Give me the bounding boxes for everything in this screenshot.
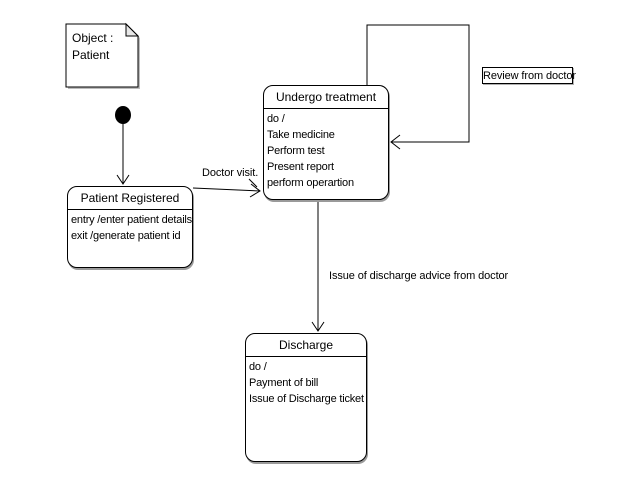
- state-patient-registered[interactable]: Patient Registered entry /enter patient …: [67, 186, 193, 268]
- state-title: Patient Registered: [68, 187, 192, 210]
- transition-label-discharge-advice[interactable]: Issue of discharge advice from doctor: [329, 270, 509, 282]
- state-action-line: perform operartion: [267, 177, 354, 189]
- state-action-line: Present report: [267, 161, 334, 173]
- arrow-shaft: [192, 187, 261, 192]
- state-action-line: entry /enter patient details: [71, 214, 192, 226]
- state-action-line: Perform test: [267, 145, 325, 157]
- note-outline: [65, 23, 139, 88]
- state-action-line: Issue of Discharge ticket: [249, 393, 364, 405]
- state-action-line: exit /generate patient id: [71, 230, 181, 242]
- arrowhead-down: [311, 321, 325, 332]
- initial-transition-arrow[interactable]: [116, 123, 130, 185]
- state-undergo-treatment[interactable]: Undergo treatment do / Take medicine Per…: [263, 85, 389, 200]
- state-title: Discharge: [246, 334, 366, 357]
- state-body: do / Payment of bill Issue of Discharge …: [246, 357, 366, 407]
- transition-label-review-from-doctor[interactable]: Review from doctor: [482, 67, 576, 84]
- note-line: Patient: [72, 48, 110, 62]
- arrowhead-left: [390, 134, 401, 150]
- transition-label-doctor-visit[interactable]: Doctor visit.: [202, 167, 259, 179]
- state-discharge[interactable]: Discharge do / Payment of bill Issue of …: [245, 333, 367, 462]
- arrowhead-down: [116, 174, 130, 185]
- label-leader-line: [248, 178, 258, 188]
- initial-state-dot: [115, 106, 131, 124]
- note-fold-corner: [125, 22, 140, 37]
- state-action-line: Take medicine: [267, 129, 335, 141]
- state-body: do / Take medicine Perform test Present …: [264, 109, 388, 191]
- note-object-patient[interactable]: Object : Patient: [66, 24, 138, 87]
- state-action-line: do /: [267, 113, 285, 125]
- state-action-line: Payment of bill: [249, 377, 319, 389]
- discharge-transition-arrow[interactable]: [311, 200, 325, 332]
- state-title: Undergo treatment: [264, 86, 388, 109]
- initial-state[interactable]: [115, 106, 131, 124]
- doctor-visit-arrow[interactable]: [192, 178, 261, 198]
- arrowhead-right: [249, 183, 261, 198]
- arrow-shaft: [366, 24, 470, 143]
- note-shape[interactable]: [65, 22, 140, 89]
- state-action-line: do /: [249, 361, 267, 373]
- review-loop-arrow[interactable]: [366, 24, 470, 150]
- note-line: Object :: [72, 31, 114, 45]
- state-body: entry /enter patient details exit /gener…: [68, 210, 192, 244]
